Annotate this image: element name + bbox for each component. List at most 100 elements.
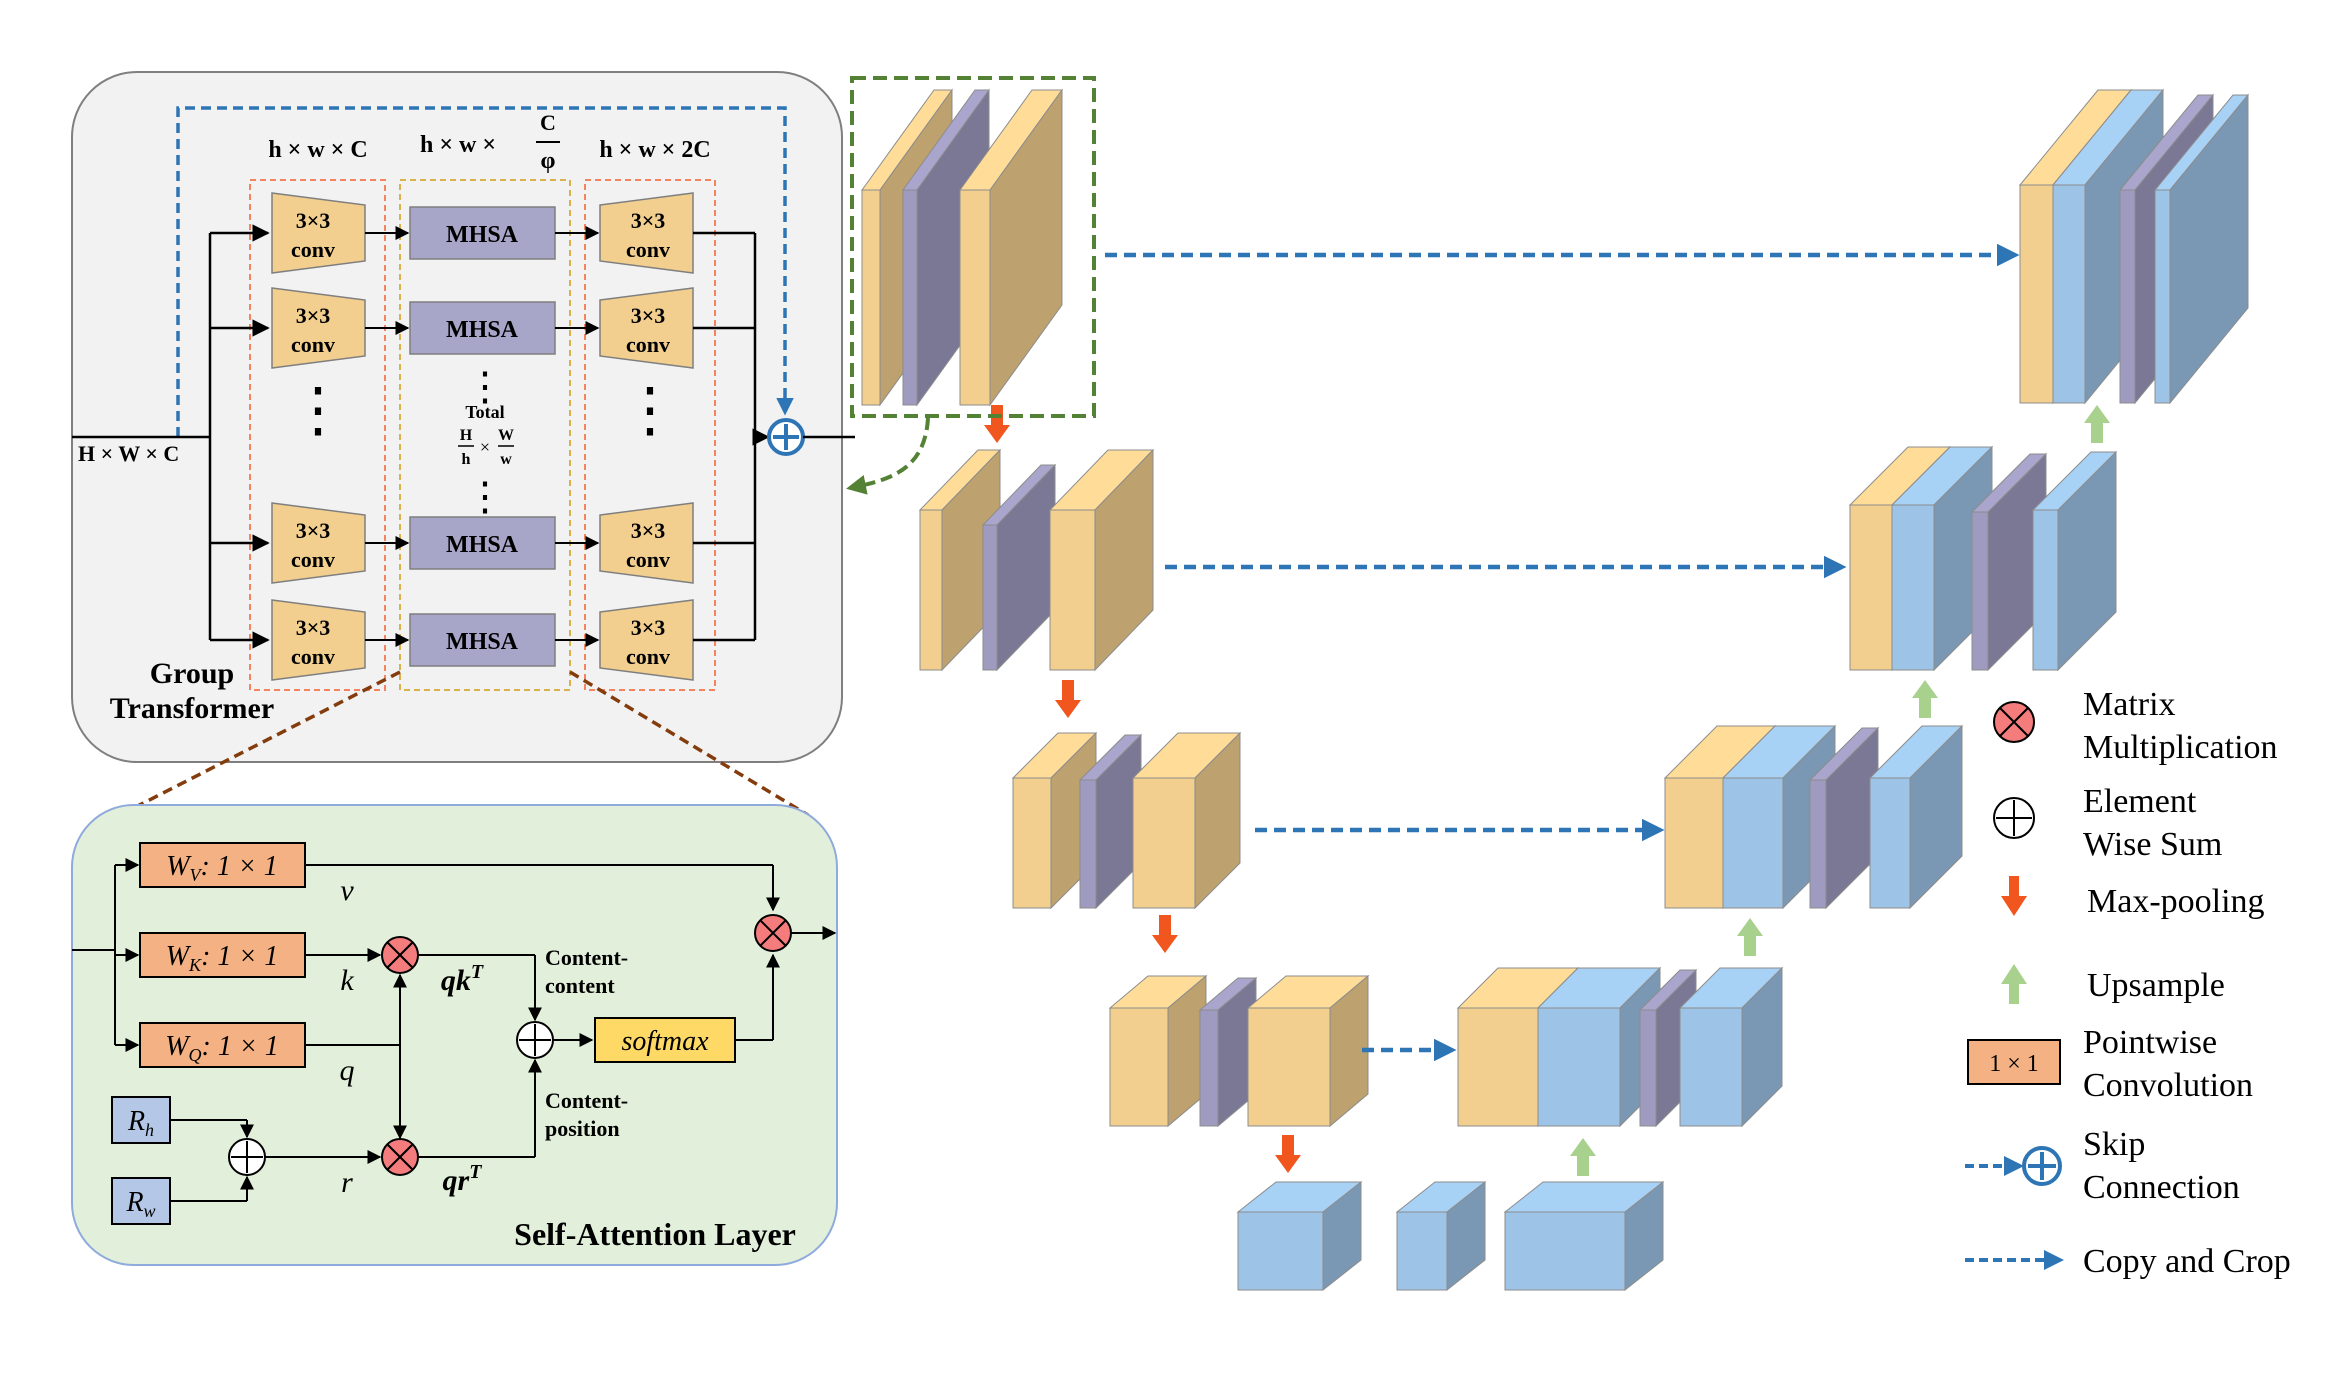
legend-pointwise-2: Convolution [2083,1067,2253,1104]
decoder-l3-block-3 [1868,724,1964,910]
legend-matrix-mult-1: Matrix [2083,686,2176,723]
mhsa-label: MHSA [446,629,519,655]
wq-box [139,1022,306,1068]
conv-label-line2: conv [626,644,670,669]
multiply-output-icon [754,914,792,952]
total-w-den: w [500,451,512,468]
group-skip-connection [176,106,794,437]
conv-label-line1: 3×3 [296,208,331,233]
mhsa-col-vdots-top: ⋮ [465,364,505,409]
conv-label-line2: conv [291,237,335,262]
conv-block-out [599,599,694,681]
conv-block-in [271,192,366,274]
element-sum-icon [516,1021,554,1059]
wq-label: WQ: 1 × 1 [165,1031,279,1065]
conv-col1-vdots: ⋮ [288,377,348,443]
conv-label-line1: 3×3 [631,303,666,328]
encoder-l3-block-3 [1131,731,1242,910]
conv-label-line2: conv [291,547,335,572]
conv-label-line1: 3×3 [296,303,331,328]
col1-header: h × w × C [268,137,367,163]
maxpool-arrow-2 [1055,680,1081,718]
conv-block-in [271,287,366,369]
rw-box [111,1177,171,1225]
legend-skip-icon [2022,1146,2062,1186]
attention-title: Self-Attention Layer [514,1216,796,1252]
legend-skip-2: Connection [2083,1169,2240,1206]
r-label: r [341,1166,353,1199]
conv-block-in [271,502,366,584]
conv-label-line2: conv [626,332,670,357]
upsample-arrow-3 [1912,680,1938,718]
content-content-label-2: content [545,973,615,998]
highlight-link-arrow [846,417,930,495]
decoder-l4-block-3 [1678,966,1784,1128]
wv-label: WV: 1 × 1 [166,851,278,885]
upsample-arrow-4 [2084,405,2110,443]
highlight-box [850,76,1096,418]
k-label: k [340,964,354,997]
decoder-l3-block-2 [1808,726,1880,910]
q-label: q [340,1054,355,1087]
conv-label-line2: conv [626,547,670,572]
decoder-l1-block-3 [2153,93,2250,405]
legend-pointwise-box-label: 1 × 1 [1989,1051,2039,1077]
legend-matrix-mult-2: Multiplication [2083,729,2278,766]
mhsa-label: MHSA [446,532,519,558]
v-label: v [340,874,354,907]
conv-label-line2: conv [291,332,335,357]
softmax-box [594,1017,736,1063]
legend-skip-1: Skip [2083,1126,2145,1163]
encoder-l2-block-3 [1048,448,1155,672]
conv-block-out [599,287,694,369]
decoder-l2-block-3 [2031,450,2118,672]
content-position-label-1: Content- [545,1088,628,1113]
total-label: Total [465,402,504,422]
rh-label: Rh [127,1106,154,1140]
conv-col2-vdots: ⋮ [620,377,680,443]
legend-element-sum-2: Wise Sum [2083,826,2222,863]
col2-header-den: φ [541,148,556,174]
total-h-den: h [462,451,471,468]
multiply-k-icon [381,936,419,974]
rh-box [111,1096,171,1144]
conv-label-line2: conv [626,237,670,262]
upsample-arrow-2 [1737,918,1763,956]
multiply-r-icon [381,1138,419,1176]
bottleneck-block-2 [1395,1180,1487,1292]
bottleneck-block-1 [1236,1180,1363,1292]
decoder-l2-block-2 [1970,452,2048,672]
legend-multiply-icon [1993,701,2035,743]
encoder-l3-block-2 [1078,733,1143,910]
rw-label: Rw [125,1187,155,1221]
content-content-label-1: Content- [545,945,628,970]
qrt-label: qrT [443,1161,483,1197]
softmax-label: softmax [621,1026,709,1057]
legend: Matrix Multiplication Element Wise Sum M… [1965,686,2291,1280]
conv-block-in [271,599,366,681]
group-title-line1: Group [150,657,234,690]
encoder-l4-block-2 [1198,976,1258,1128]
maxpool-arrow-4 [1275,1135,1301,1173]
conv-label-line1: 3×3 [631,615,666,640]
col3-header: h × w × 2C [599,137,710,163]
conv-label-line1: 3×3 [631,208,666,233]
mhsa-label: MHSA [446,317,519,343]
conv-block-out [599,192,694,274]
mhsa-block [409,301,556,355]
mhsa-col-vdots-bottom: ⋮ [465,474,505,519]
group-title-line2: Transformer [110,692,274,725]
legend-sum-icon [1993,797,2035,839]
mhsa-column-box [399,179,571,691]
legend-pointwise-box [1967,1039,2061,1085]
content-position-label-2: position [545,1116,620,1141]
legend-copy-crop: Copy and Crop [2083,1243,2291,1280]
wk-label: WK: 1 × 1 [166,941,279,975]
mhsa-label: MHSA [446,222,519,248]
total-w-num: W [498,427,514,444]
conv-block-out [599,502,694,584]
